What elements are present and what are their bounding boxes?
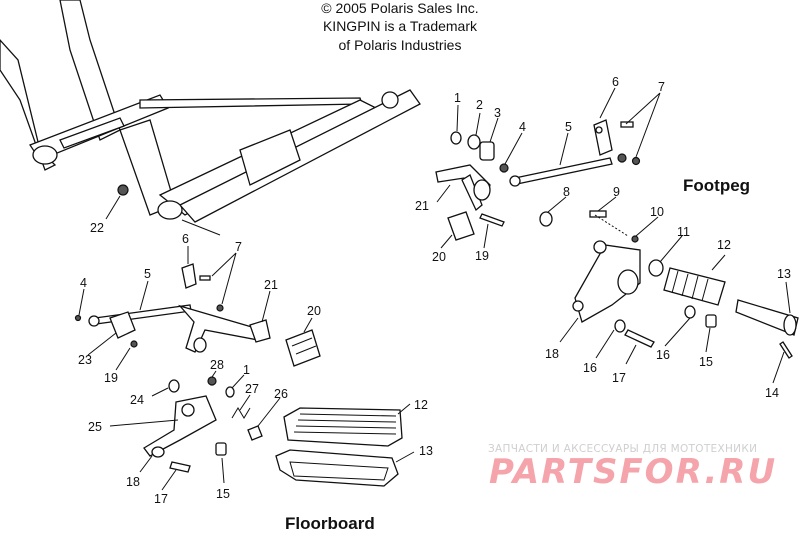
- callout-fb-28: 28: [210, 358, 224, 372]
- frame-drawing: [0, 0, 421, 223]
- callout-fp-15: 15: [699, 355, 713, 369]
- callout-fb-25: 25: [88, 420, 102, 434]
- callout-fp-9: 9: [613, 185, 620, 199]
- callout-fb-21: 21: [264, 278, 278, 292]
- callout-fp-5: 5: [565, 120, 572, 134]
- footpeg-title: Footpeg: [683, 176, 751, 195]
- callout-fp-19: 19: [475, 249, 489, 263]
- callout-fb-15: 15: [216, 487, 230, 501]
- callout-fb-19: 19: [104, 371, 118, 385]
- callout-fb-17: 17: [154, 492, 168, 506]
- callout-fb-12: 12: [414, 398, 428, 412]
- callout-fp-14: 14: [765, 386, 779, 400]
- callout-fb-18: 18: [126, 475, 140, 489]
- callout-fb-7: 7: [235, 240, 242, 254]
- callout-fp-6: 6: [612, 75, 619, 89]
- callout-fb-24: 24: [130, 393, 144, 407]
- copyright-line: © 2005 Polaris Sales Inc.: [321, 0, 479, 16]
- callout-fp-7: 7: [658, 80, 665, 94]
- callout-fp-1: 1: [454, 91, 461, 105]
- callout-fb-4: 4: [80, 276, 87, 290]
- callout-fb-23: 23: [78, 353, 92, 367]
- callout-fp-11: 11: [677, 225, 690, 239]
- callout-fb-6: 6: [182, 232, 189, 246]
- watermark-tagline: ЗАПЧАСТИ И АКСЕССУАРЫ ДЛЯ МОТОТЕХНИКИ: [488, 443, 758, 455]
- callout-fp-21: 21: [415, 199, 429, 213]
- floorboard-drawing: [74, 184, 415, 491]
- floorboard-title: Floorboard: [285, 514, 375, 533]
- callout-fp-3: 3: [494, 106, 501, 120]
- callout-fp-8: 8: [563, 185, 570, 199]
- trademark-owner-line: of Polaris Industries: [338, 37, 462, 53]
- callout-fb-5: 5: [144, 267, 151, 281]
- floorboard-callouts: 22 6 7 4 5 21 20 23 19 28 1 24 27 26 12 …: [78, 221, 433, 506]
- watermark-logo: PARTSFOR.RU: [489, 452, 778, 492]
- callout-fp-17: 17: [612, 371, 626, 385]
- callout-fp-16b: 16: [656, 348, 670, 362]
- callout-fb-1: 1: [243, 363, 250, 377]
- callout-fb-27: 27: [245, 382, 259, 396]
- callout-fb-26: 26: [274, 387, 288, 401]
- trademark-line: KINGPIN is a Trademark: [322, 18, 478, 34]
- callout-fp-16a: 16: [583, 361, 597, 375]
- callout-fb-22: 22: [90, 221, 104, 235]
- callout-fp-20: 20: [432, 250, 446, 264]
- callout-fp-2: 2: [476, 98, 483, 112]
- callout-fp-10: 10: [650, 205, 664, 219]
- callout-fp-13: 13: [777, 267, 791, 281]
- footpeg-callouts: 1 2 3 4 5 6 7 8 9 10 11 12 13 14 15 16 1…: [415, 75, 791, 400]
- callout-fb-13: 13: [419, 444, 433, 458]
- callout-fb-20: 20: [307, 304, 321, 318]
- footpeg-drawing: [435, 87, 799, 384]
- callout-fp-12: 12: [717, 238, 731, 252]
- callout-fp-4: 4: [519, 120, 526, 134]
- callout-fp-18: 18: [545, 347, 559, 361]
